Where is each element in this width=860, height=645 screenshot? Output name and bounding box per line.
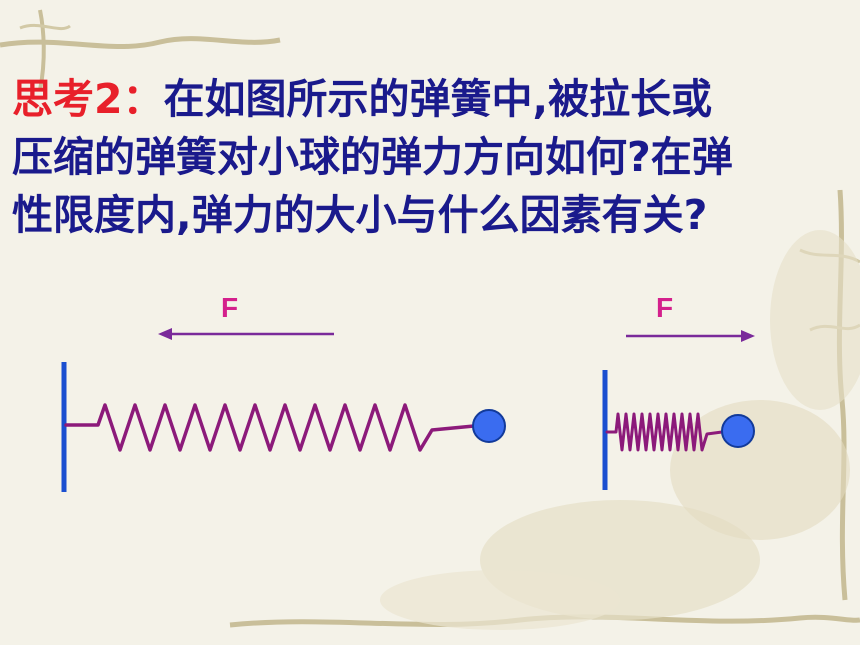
question-text: 思考2：在如图所示的弹簧中,被拉长或 压缩的弹簧对小球的弹力方向如何?在弹 性限… [12, 70, 852, 244]
question-line-3: 性限度内,弹力的大小与什么因素有关? [12, 191, 708, 239]
right-ball [721, 414, 755, 448]
right-arrow-head [741, 330, 755, 342]
left-force-label: F [221, 292, 239, 323]
question-line-1: 思考2：在如图所示的弹簧中,被拉长或 [12, 70, 852, 128]
compressed-spring [605, 412, 724, 452]
right-force-label: F [656, 292, 674, 323]
question-line-2: 压缩的弹簧对小球的弹力方向如何?在弹 [12, 133, 733, 181]
left-arrow-head [158, 328, 172, 340]
question-label: 思考2： [12, 75, 164, 123]
question-line-1-text: 在如图所示的弹簧中,被拉长或 [163, 75, 713, 123]
left-ball [472, 409, 506, 443]
compressed-spring-diagram [602, 330, 755, 490]
stretched-spring [64, 403, 476, 452]
stretched-spring-diagram [61, 328, 506, 492]
